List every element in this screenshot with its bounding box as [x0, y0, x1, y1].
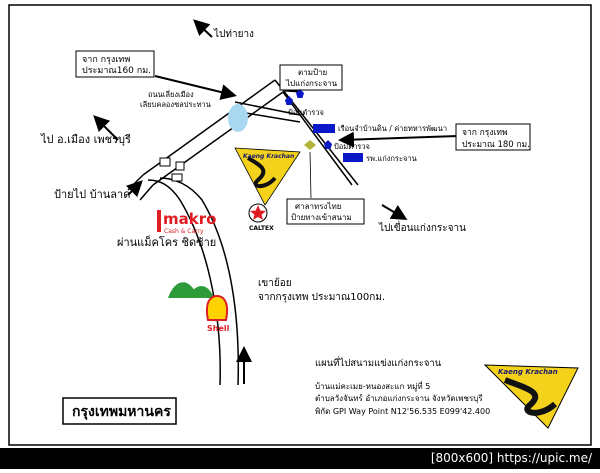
- box-follow-sign: [279, 64, 343, 91]
- svg-text:จาก กรุงเทพ: จาก กรุงเทพ: [462, 128, 508, 138]
- police-marker-sign: [296, 89, 304, 98]
- label-to-tha-yang: ไปท่ายาง: [213, 28, 254, 40]
- police-marker-mid: [324, 140, 332, 149]
- arrow-from-bkk-180: [338, 131, 459, 148]
- arrow-to-tha-yang: [193, 19, 213, 38]
- kaeng-krachan-logo-map: Kaeng Krachan: [234, 147, 301, 206]
- police-marker-top: [285, 96, 293, 105]
- hills-icon: [168, 282, 214, 298]
- arrow-to-dam: [381, 204, 408, 221]
- label-bypass-1: ถนนเลี่ยงเมือง: [148, 89, 194, 99]
- svg-text:Kaeng Krachan: Kaeng Krachan: [243, 153, 294, 160]
- box-sala: [286, 198, 365, 225]
- label-hospital: รพ.แก่งกระจาน: [366, 154, 417, 163]
- svg-text:ป้ายทางเข้าสนาม: ป้ายทางเข้าสนาม: [291, 213, 352, 222]
- label-bypass-2: เลียบคลองชลประทาน: [140, 100, 211, 109]
- makro-logo: makro Cash & Carry: [157, 210, 216, 235]
- svg-text:ไปแก่งกระจาน: ไปแก่งกระจาน: [285, 79, 338, 88]
- svg-text:ศาลาทรงไทย: ศาลาทรงไทย: [295, 202, 341, 211]
- shell-logo: Shell: [206, 294, 230, 333]
- inn-marker: [313, 124, 335, 133]
- label-police-mid: ป้อมตำรวจ: [334, 142, 370, 151]
- address-line-1: บ้านแม่คะเมย-หนองสะแก หมู่ที่ 5: [315, 380, 430, 392]
- svg-text:กรุงเทพมหานคร: กรุงเทพมหานคร: [72, 404, 171, 420]
- arrow-ban-lat: [125, 180, 143, 198]
- sala-pointer: [309, 151, 312, 199]
- canal-marker: [228, 104, 248, 132]
- address-line-2: ตำบลวังจันทร์ อำเภอแก่งกระจาน จังหวัดเพช…: [315, 393, 483, 403]
- watermark-bar: [0, 448, 600, 469]
- label-to-dam: ไปเขื่อนแก่งกระจาน: [378, 220, 466, 234]
- bangkok-box: [62, 397, 177, 425]
- hospital-marker: [343, 153, 363, 162]
- label-pass-makro: ผ่านแม็คโคร ชิดซ้าย: [117, 235, 216, 249]
- watermark-text: [800x600] https://upic.me/: [430, 451, 592, 465]
- box-from-bkk-180: [455, 123, 531, 151]
- svg-text:ประมาณ160 กม.: ประมาณ160 กม.: [82, 66, 151, 76]
- svg-text:CALTEX: CALTEX: [249, 225, 274, 232]
- label-ban-lat: ป้ายไป บ้านลาด: [54, 188, 130, 201]
- label-khao-yoi: เขาย้อย: [258, 277, 292, 289]
- sala-marker: [304, 140, 316, 150]
- label-to-phetchaburi: ไป อ.เมือง เพชรบุรี: [40, 133, 131, 146]
- svg-text:Kaeng Krachan: Kaeng Krachan: [498, 368, 558, 376]
- label-inn: เรือนจำบ้านดิน / ค่ายทหารพัฒนา: [338, 124, 447, 133]
- junction-marks: [159, 157, 185, 182]
- address-line-3: พิกัด GPI Way Point N12'56.535 E099'42.4…: [315, 407, 490, 416]
- svg-text:ตามป้าย: ตามป้าย: [298, 68, 327, 77]
- arrow-to-phetchaburi: [93, 115, 119, 141]
- box-from-bkk-160: [75, 50, 155, 78]
- svg-text:makro: makro: [163, 210, 216, 228]
- svg-text:ประมาณ 180 กม.: ประมาณ 180 กม.: [462, 140, 530, 150]
- label-from-bkk-100: จากกรุงเทพ ประมาณ100กม.: [258, 292, 385, 303]
- svg-text:Shell: Shell: [207, 324, 230, 333]
- arrow-from-bkk-160: [154, 75, 237, 100]
- svg-text:จาก กรุงเทพ: จาก กรุงเทพ: [82, 55, 130, 65]
- map-title: แผนที่ไปสนามแข่งแก่งกระจาน: [315, 356, 442, 369]
- svg-text:Cash & Carry: Cash & Carry: [164, 228, 204, 235]
- caltex-logo: CALTEX: [248, 203, 274, 232]
- kaeng-krachan-logo-large: Kaeng Krachan: [483, 364, 579, 429]
- label-police-top: ป้อมตำรวจ: [288, 108, 324, 117]
